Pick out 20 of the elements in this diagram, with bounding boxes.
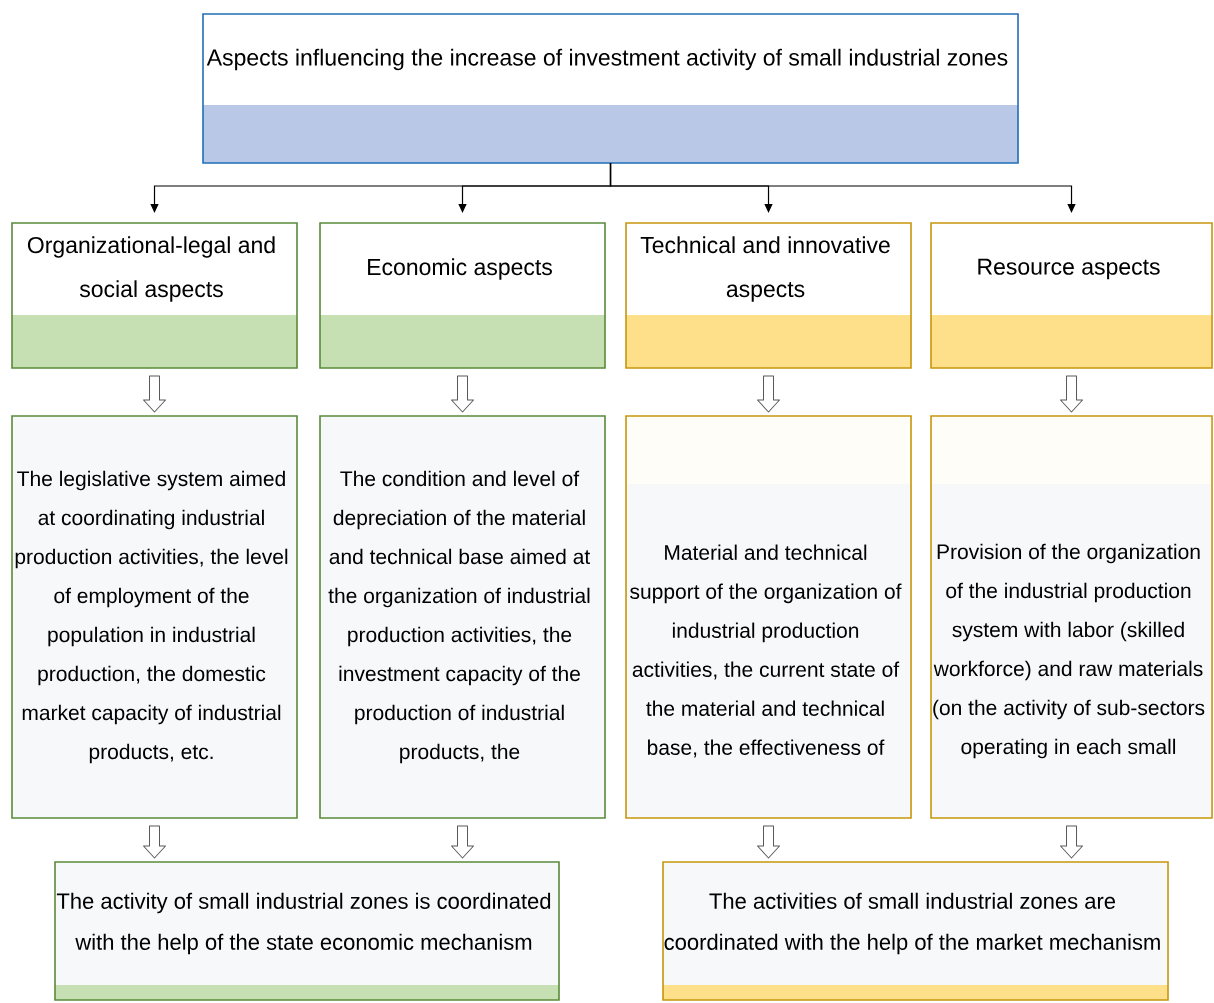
description-box: Provision of the organization of the industrial production system with labor (skilled workforce) and raw materials (on the activity of sub-sectors operating in each small xyxy=(930,415,1213,819)
category-box: Organizational-legal and social aspects xyxy=(11,222,298,369)
block-arrow xyxy=(757,825,780,859)
outcome-box: The activities of small industrial zones are coordinated with the help of the market mechanism xyxy=(662,861,1169,1001)
description-box: The legislative system aimed at coordinating industrial production activities, the level of employment of the population in industrial production, the domestic market capacity of industrial products, etc. xyxy=(11,415,298,819)
block-arrow xyxy=(757,375,780,413)
category-box: Resource aspects xyxy=(930,222,1213,369)
block-arrow xyxy=(1060,375,1083,413)
block-arrow xyxy=(451,825,474,859)
block-arrow xyxy=(451,375,474,413)
title-box: Aspects influencing the increase of investment activity of small industrial zones xyxy=(202,13,1019,164)
description-box: Material and technical support of the organization of industrial production activities, the current state of the material and technical base, the effectiveness of xyxy=(625,415,912,819)
category-box: Technical and innovative aspects xyxy=(625,222,912,369)
category-box: Economic aspects xyxy=(319,222,606,369)
block-arrow xyxy=(143,375,166,413)
arrow xyxy=(609,162,1076,213)
description-box: The condition and level of depreciation of the material and technical base aimed at the organization of industrial production activities, the investment capacity of the production of industrial products, the xyxy=(319,415,606,819)
block-arrow xyxy=(143,825,166,859)
block-arrow xyxy=(1060,825,1083,859)
outcome-box: The activity of small industrial zones is coordinated with the help of the state economic mechanism xyxy=(54,861,560,1001)
